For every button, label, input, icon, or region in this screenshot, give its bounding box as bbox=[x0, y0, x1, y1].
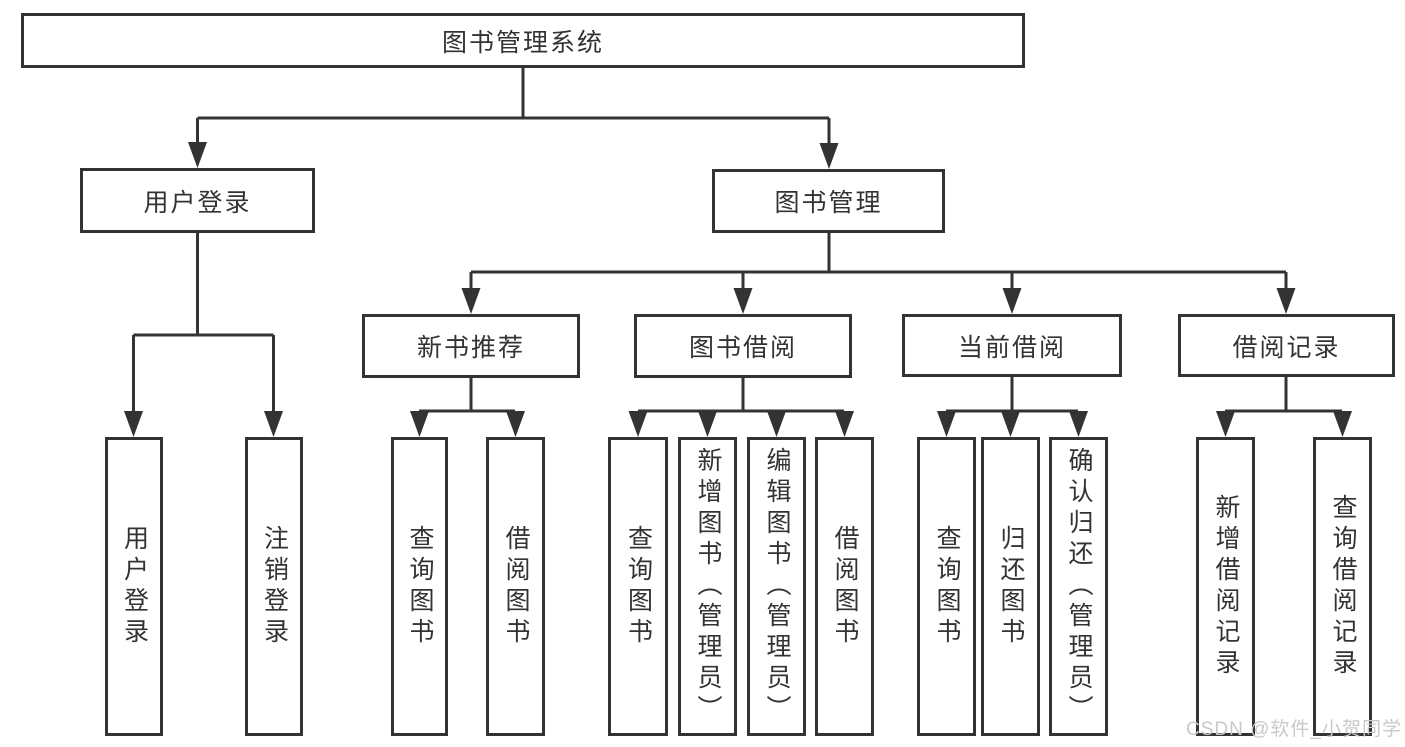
leaf-confirm-return-admin: 确认归还（管理员） bbox=[1049, 437, 1108, 736]
node-label: 图书借阅 bbox=[688, 334, 797, 362]
node-label: 借阅图书 bbox=[502, 524, 530, 649]
node-book-management: 图书管理 bbox=[712, 169, 945, 233]
leaf-add-borrow-record: 新增借阅记录 bbox=[1196, 437, 1255, 736]
node-label: 借阅图书 bbox=[831, 524, 859, 649]
leaf-borrow-books: 借阅图书 bbox=[815, 437, 874, 736]
node-label: 注销登录 bbox=[260, 524, 289, 649]
node-label: 新书推荐 bbox=[416, 334, 525, 362]
node-library-system: 图书管理系统 bbox=[21, 13, 1025, 68]
leaf-query-borrow-record: 查询借阅记录 bbox=[1313, 437, 1372, 736]
node-label: 借阅记录 bbox=[1232, 333, 1341, 362]
leaf-borrow-books-recommend: 借阅图书 bbox=[486, 437, 545, 736]
node-book-borrowing: 图书借阅 bbox=[634, 314, 852, 378]
node-label: 归还图书 bbox=[997, 524, 1025, 649]
leaf-logout: 注销登录 bbox=[245, 437, 303, 736]
leaf-query-books-current: 查询图书 bbox=[917, 437, 976, 736]
node-label: 查询借阅记录 bbox=[1329, 493, 1357, 680]
node-label: 新增图书（管理员） bbox=[694, 447, 722, 726]
leaf-query-books-borrowing: 查询图书 bbox=[608, 437, 668, 736]
node-label: 查询图书 bbox=[406, 524, 434, 649]
node-user-login: 用户登录 bbox=[80, 168, 315, 233]
node-current-borrowing: 当前借阅 bbox=[902, 314, 1122, 377]
node-new-book-recommend: 新书推荐 bbox=[362, 314, 580, 378]
node-label: 查询图书 bbox=[933, 524, 961, 649]
leaf-edit-books-admin: 编辑图书（管理员） bbox=[747, 437, 806, 736]
node-label: 新增借阅记录 bbox=[1212, 493, 1240, 680]
node-label: 当前借阅 bbox=[957, 333, 1066, 362]
leaf-user-login: 用户登录 bbox=[105, 437, 163, 736]
leaf-add-books-admin: 新增图书（管理员） bbox=[678, 437, 737, 736]
leaf-query-books-recommend: 查询图书 bbox=[391, 437, 448, 736]
node-borrowing-records: 借阅记录 bbox=[1178, 314, 1395, 377]
node-label: 编辑图书（管理员） bbox=[763, 447, 791, 726]
node-label: 图书管理 bbox=[774, 189, 883, 217]
node-label: 用户登录 bbox=[120, 524, 149, 649]
node-label: 图书管理系统 bbox=[441, 28, 604, 57]
watermark: CSDN @软件_小贺同学 bbox=[1186, 719, 1402, 740]
connector-arrowheads bbox=[124, 142, 1352, 437]
node-label: 用户登录 bbox=[143, 188, 252, 217]
node-label: 查询图书 bbox=[624, 524, 653, 649]
leaf-return-books: 归还图书 bbox=[981, 437, 1040, 736]
node-label: 确认归还（管理员） bbox=[1065, 447, 1093, 726]
